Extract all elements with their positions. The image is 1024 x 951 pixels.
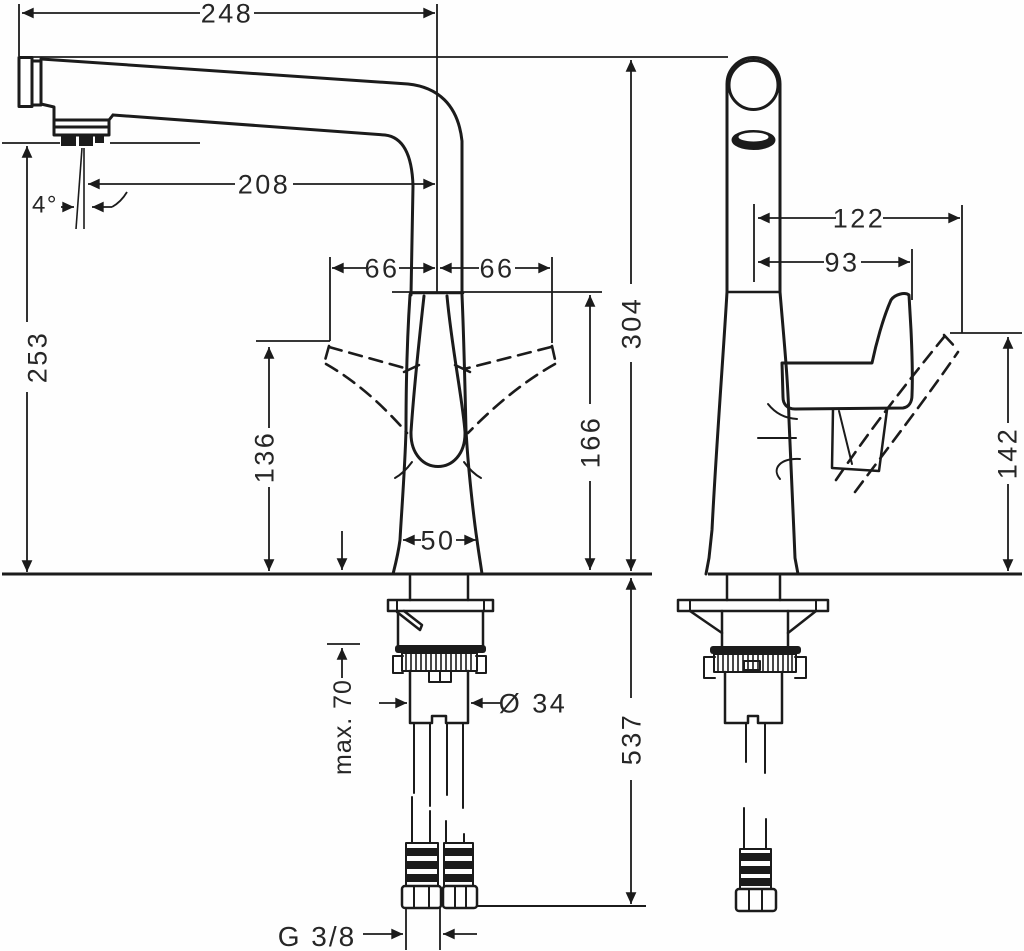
mounting-flange — [386, 598, 495, 613]
dim-outlet-height: 253 — [21, 146, 53, 572]
dim-166-label: 166 — [576, 416, 606, 469]
dim-handle-top-height: 136 — [250, 347, 280, 571]
body-hook-arc — [775, 457, 801, 480]
oring-band-side — [710, 646, 801, 654]
fastening-nut-hatch-side — [717, 654, 793, 672]
spray-angle-line-tilted — [75, 147, 83, 230]
dim-208-label: 208 — [238, 170, 291, 200]
mounting-body — [396, 609, 485, 647]
nut-ear-right-side — [794, 656, 807, 679]
dim-253-label: 253 — [23, 331, 53, 384]
lever-dashed-side — [834, 333, 960, 494]
fastening-nut-hatch — [405, 653, 472, 671]
dim-spout-reach-total: 248 — [22, 0, 435, 29]
body-left-edge — [391, 293, 412, 576]
lever-dashed-left — [322, 344, 410, 435]
spout-end-circle — [727, 59, 780, 111]
hose-fitting-left — [405, 842, 439, 887]
ext-66-left — [256, 257, 331, 342]
dim-max70-label: max. 70 — [329, 679, 357, 775]
nut-ear-left-side — [703, 656, 716, 679]
center-clip — [428, 670, 452, 683]
cartridge-inner-line — [838, 410, 853, 465]
spray-nozzle-arc-left — [394, 461, 413, 479]
dim-swivel-right: 66 — [440, 254, 550, 284]
dim-g38-label: G 3/8 — [278, 921, 356, 951]
dim-304-label: 304 — [617, 297, 647, 350]
spout-end-cap-outer — [17, 56, 34, 108]
shank-lower-side — [723, 670, 784, 725]
mounting-flange-side — [676, 598, 830, 613]
aerator-teeth — [61, 135, 104, 146]
faucet-side-view — [676, 56, 960, 913]
dim-body-height: 166 — [576, 295, 606, 570]
flange-ticks-side — [689, 599, 817, 612]
lever-stub-right — [453, 363, 472, 374]
dim-spout-reach: 208 — [87, 170, 435, 200]
dim-swivel-left: 66 — [332, 254, 435, 284]
dim-66-left-label: 66 — [364, 254, 399, 284]
body-left-edge-side — [704, 290, 729, 576]
spout-underside — [39, 102, 115, 137]
dim-122-label: 122 — [833, 204, 886, 234]
body-seam-arc — [767, 403, 798, 420]
lever-dashed-right — [462, 344, 558, 435]
hose-fitting-side — [739, 848, 772, 890]
nut-ear-right — [475, 655, 487, 674]
dim-below-deck-depth: 537 — [617, 578, 647, 904]
dim-lever-height: 142 — [993, 337, 1023, 571]
spout-top-edge — [39, 57, 464, 297]
spray-angle-leader — [111, 191, 128, 208]
dim-max-counter-thickness: max. 70 — [329, 531, 357, 775]
lever-outline — [780, 292, 914, 411]
aerator-face-highlight — [738, 132, 769, 142]
shank-upper-side — [725, 574, 782, 602]
spray-nozzle-arc-right — [463, 461, 482, 479]
dim-shank-diameter: Ø 34 — [379, 689, 568, 719]
dim-50-label: 50 — [420, 526, 455, 556]
dim-connection-thread: G 3/8 — [278, 908, 477, 951]
mounting-clip — [395, 609, 424, 632]
flange-struts — [688, 609, 818, 635]
hose-fitting-right — [443, 842, 474, 887]
dim-dia34-label: Ø 34 — [499, 689, 568, 719]
dim-base-width: 50 — [403, 526, 476, 556]
hose-nut-left — [400, 884, 443, 910]
hoses-side — [743, 722, 767, 850]
dim-142-label: 142 — [993, 427, 1023, 480]
dim-4deg-label: 4° — [32, 192, 58, 219]
nut-ear-left — [392, 655, 404, 674]
dim-spray-angle: 4° — [32, 147, 128, 230]
dim-66-right-label: 66 — [479, 254, 514, 284]
body-right-edge-side — [778, 290, 800, 576]
dim-248-label: 248 — [201, 0, 254, 29]
lever-stub-left — [402, 363, 421, 374]
hose-nut-side — [734, 887, 778, 913]
dim-lever-reach-open: 122 — [758, 204, 960, 234]
shank-upper — [408, 574, 470, 602]
hoses-upper — [413, 722, 464, 809]
dim-spout-height: 304 — [617, 59, 647, 571]
flange-ticks — [396, 599, 485, 612]
cartridge-outline — [830, 407, 889, 473]
spout-end-cap-inner — [30, 59, 43, 107]
dim-lever-reach: 93 — [758, 248, 910, 278]
center-clip-side — [743, 660, 761, 671]
spray-head-outline — [409, 294, 467, 468]
fastening-nut-side — [713, 653, 797, 673]
mounting-body-side — [720, 609, 790, 648]
dim-136-label: 136 — [250, 431, 280, 484]
column-outline — [725, 56, 782, 294]
dim-93-label: 93 — [824, 248, 859, 278]
dimension-annotations: 248 208 66 66 4° 253 — [21, 0, 1023, 951]
reference-lines — [2, 4, 1022, 907]
hoses-lower — [411, 796, 465, 844]
oring-band — [395, 645, 486, 653]
dim-537-label: 537 — [617, 713, 647, 766]
hose-nut-right — [441, 884, 479, 910]
